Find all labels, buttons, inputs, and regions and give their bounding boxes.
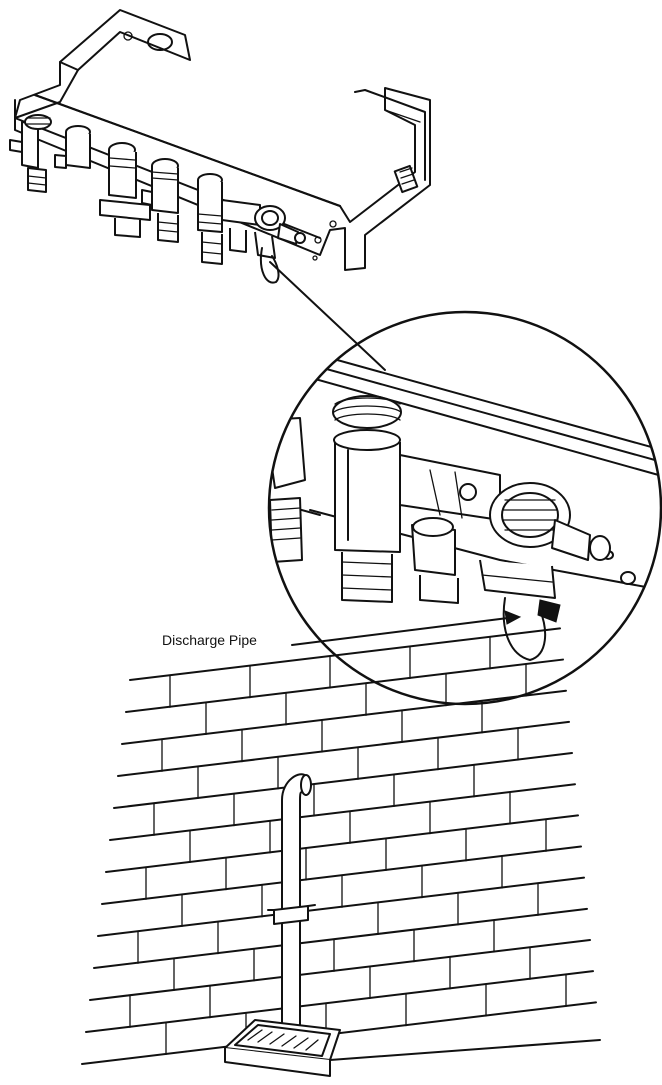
wall-discharge-pipe: [224, 773, 341, 1077]
brick-course-line: [93, 907, 588, 969]
magnify-leader-line: [269, 261, 386, 371]
brick-course-line: [121, 689, 567, 745]
brick-course-line: [109, 783, 576, 841]
brick-course-line: [117, 720, 570, 777]
discharge-pipe-label: Discharge Pipe: [162, 632, 257, 648]
detail-magnifier: [267, 310, 662, 706]
manifold-valves: [9, 114, 306, 284]
brick-course-line: [129, 627, 561, 681]
ground-line: [329, 1039, 601, 1061]
brick-course-line: [97, 876, 585, 937]
brick-wall: [81, 627, 597, 1065]
brick-course-line: [89, 939, 591, 1001]
brick-course-line: [125, 658, 564, 713]
brick-course-line: [85, 970, 594, 1033]
brick-course-line: [105, 814, 579, 873]
brick-course-line: [113, 752, 573, 809]
boiler-frame: [14, 9, 431, 271]
discharge-pipe-arrow: [291, 610, 522, 646]
